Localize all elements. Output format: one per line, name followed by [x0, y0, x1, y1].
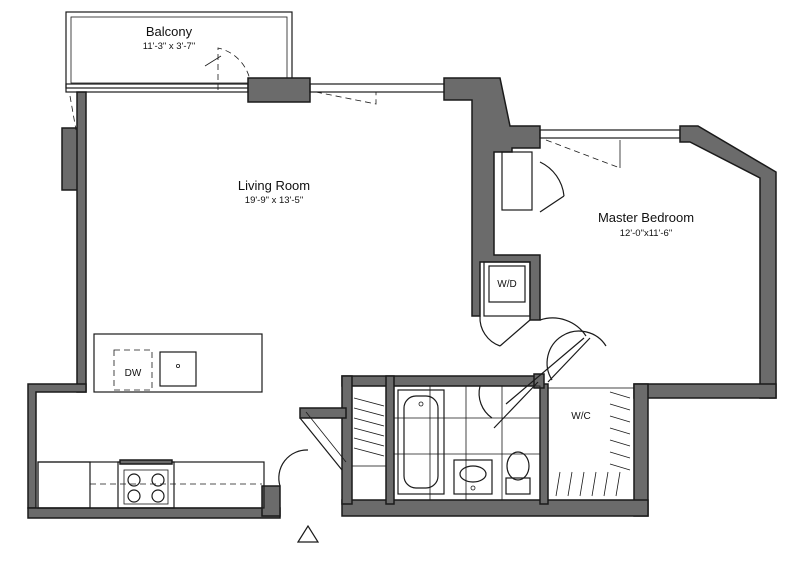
wd-unit: [488, 265, 526, 303]
bedroom-window-swing: [545, 139, 621, 169]
closet-door-swing: [539, 161, 565, 197]
wc-door-swing: [546, 330, 607, 381]
room-labels: Balcony 11'-3" x 3'-7" Living Room 19'-9…: [143, 24, 694, 239]
living-room-name: Living Room: [238, 178, 310, 193]
refrigerator: [37, 461, 91, 509]
toilet-tank: [505, 477, 531, 495]
closet-door-leaf: [539, 195, 565, 213]
kitchen-counter: [37, 461, 265, 509]
vanity-sink: [459, 465, 487, 483]
wc-shelves-right: [609, 391, 631, 471]
wall-left: [76, 91, 87, 393]
burner-2: [151, 473, 165, 487]
walls: [27, 77, 777, 519]
wall-top-pier: [247, 77, 311, 103]
hall-doors: [479, 315, 587, 405]
wall-bath-left: [341, 375, 353, 505]
faucet: [470, 485, 476, 491]
left-window-swing: [69, 95, 77, 131]
range: [117, 461, 175, 509]
wc-label: W/C: [571, 411, 590, 422]
kitchen: DW: [37, 333, 265, 509]
entry-arrow-icon: [296, 524, 320, 543]
entry-door-swing: [278, 449, 309, 487]
bathroom-floor: [393, 385, 541, 501]
tile-grid: [394, 386, 540, 500]
balcony-name: Balcony: [146, 24, 193, 39]
living-window-swing: [315, 91, 377, 105]
master-bedroom-dims: 12'-0"x11'-6": [620, 228, 672, 239]
closet-door-edge: [305, 411, 347, 463]
sink-drain: [175, 363, 180, 368]
wall-right-lower: [633, 383, 649, 517]
wall-bedroom-right: [679, 125, 777, 399]
door-stop: [204, 55, 222, 67]
wall-kitchen-stub: [261, 485, 281, 517]
bedroom-closet-box: [501, 151, 533, 211]
balcony-outline: [65, 11, 293, 89]
wall-kitchen-bottom: [27, 507, 281, 519]
window-top-middle: [309, 83, 447, 93]
wd-label: W/D: [497, 279, 516, 290]
wall-bath-top: [341, 375, 539, 387]
wc-outline: [547, 387, 635, 501]
balcony-railing: [70, 16, 288, 84]
wc-door: [547, 337, 591, 383]
wall-center: [443, 77, 541, 321]
washer-dryer: W/D: [483, 261, 531, 317]
wall-kitchen-left: [27, 383, 87, 509]
bathroom: [393, 381, 541, 501]
toilet-bowl: [506, 451, 530, 481]
linen-closet-box: [351, 385, 387, 467]
walk-in-closet: W/C: [546, 330, 635, 501]
tub-basin: [403, 395, 439, 489]
range-back: [119, 459, 173, 465]
living-room-dims: 19'-9" x 13'-5": [245, 195, 303, 206]
balcony-door-swing: [217, 47, 251, 90]
bath-door: [493, 381, 539, 429]
closet-door: [299, 417, 343, 471]
wd-door: [499, 319, 531, 347]
bathtub: [397, 389, 445, 495]
wall-bath-wc-divider: [539, 383, 549, 505]
wall-left-pier: [61, 127, 79, 191]
bedroom-door-swing: [539, 317, 587, 337]
wd-door-swing-left: [479, 315, 501, 347]
burner-3: [127, 489, 141, 503]
bath-door-swing: [478, 385, 493, 419]
balcony-dims: 11'-3" x 3'-7": [143, 41, 195, 52]
sink: [159, 351, 197, 387]
cooktop: [123, 469, 169, 505]
master-bedroom-name: Master Bedroom: [598, 210, 694, 225]
burner-4: [151, 489, 165, 503]
wall-closet-stub: [299, 407, 347, 419]
kitchen-island: [93, 333, 263, 393]
tub-drain: [418, 401, 424, 407]
entry: [278, 411, 347, 543]
balcony: [65, 11, 293, 90]
bedroom-door: [505, 337, 585, 405]
dishwasher-label: DW: [125, 368, 142, 379]
bedroom-closet: [501, 139, 621, 213]
linen-closet: [351, 385, 387, 467]
dishwasher: [113, 349, 153, 391]
wall-bedroom-bottom: [633, 383, 777, 399]
burner-1: [127, 473, 141, 487]
wd-closet: [483, 261, 531, 317]
wall-linen-divider: [385, 375, 395, 505]
window-bedroom: [539, 129, 681, 139]
vanity: [453, 459, 493, 495]
wc-shelves-bottom: [555, 471, 621, 497]
linen-shelves: [353, 397, 385, 457]
